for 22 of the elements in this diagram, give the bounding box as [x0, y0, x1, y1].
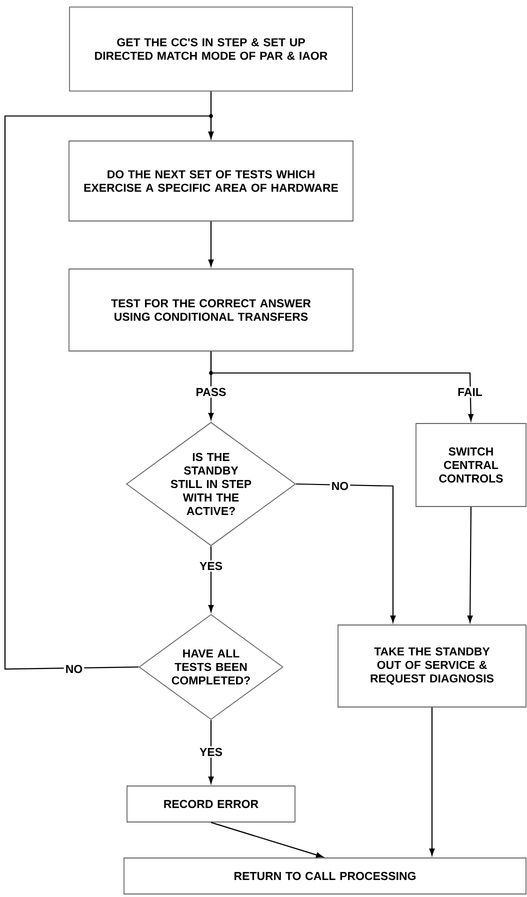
- edge-label: NO: [330, 480, 350, 492]
- process-box: TAKE THE STANDBY OUT OF SERVICE & REQUEST DIAGNOSIS: [338, 624, 526, 708]
- process-box: TEST FOR THE CORRECT ANSWER USING CONDITIONAL TRANSFERS: [68, 268, 354, 352]
- arrow: [467, 506, 473, 623]
- process-box: SWITCH CENTRAL CONTROLS: [416, 423, 526, 507]
- edge-label: YES: [198, 560, 224, 572]
- arrow: [429, 707, 435, 856]
- arrow: [208, 720, 214, 784]
- arrow: [296, 483, 396, 623]
- edge-label: YES: [198, 746, 224, 758]
- edge-label: FAIL: [456, 386, 484, 398]
- arrow: [4, 115, 214, 670]
- process-box: GET THE CC'S IN STEP & SET UP DIRECTED MATCH MODE OF PAR & IAOR: [69, 6, 353, 92]
- process-box: RECORD ERROR: [126, 786, 296, 822]
- arrow: [208, 546, 214, 612]
- arrow: [210, 822, 324, 858]
- process-box: DO THE NEXT SET OF TESTS WHICH EXERCISE A SPECIFIC AREA OF HARDWARE: [68, 140, 354, 222]
- process-box: RETURN TO CALL PROCESSING: [124, 858, 526, 894]
- edge-label: NO: [64, 663, 84, 675]
- arrow: [208, 221, 214, 267]
- edge-label: PASS: [194, 386, 228, 398]
- arrow: [210, 351, 474, 422]
